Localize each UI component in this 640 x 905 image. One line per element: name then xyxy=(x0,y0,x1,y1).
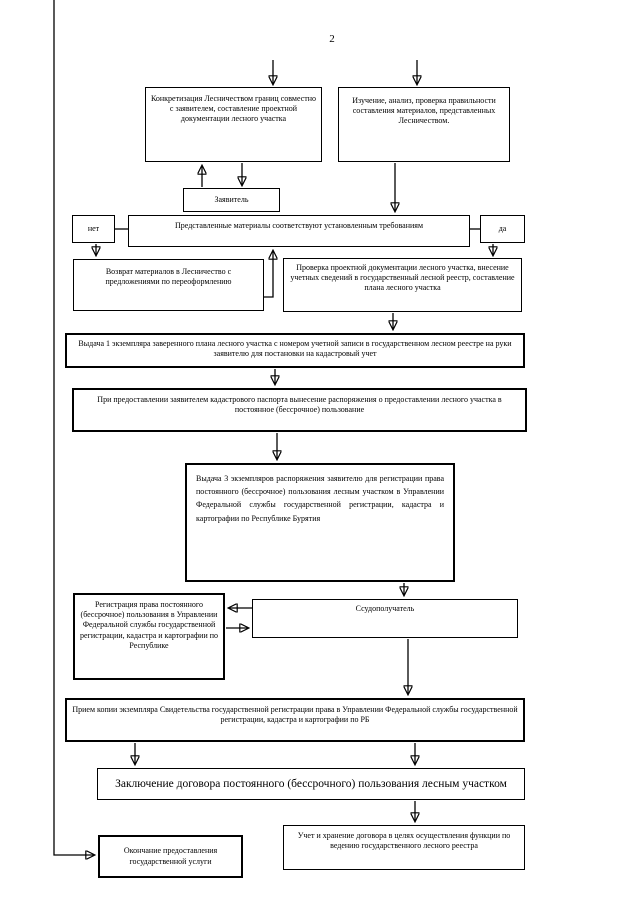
flow-node-contract-conclusion: Заключение договора постоянного (бессроч… xyxy=(97,768,525,800)
connector-return-loop-to-decision xyxy=(264,251,273,298)
flow-node-no: нет xyxy=(72,215,115,243)
page-number: 2 xyxy=(329,33,335,45)
flow-node-decision-materials: Представленные материалы соответствуют у… xyxy=(128,215,470,247)
flow-node-yes: да xyxy=(480,215,525,243)
flow-node-issue-three-copies: Выдача 3 экземпляров распоряжения заявит… xyxy=(185,463,455,582)
flow-node-loan-recipient: Ссудополучатель xyxy=(252,599,518,638)
flow-node-concretization: Конкретизация Лесничеством границ совмес… xyxy=(145,87,322,162)
flow-node-certificate-copy: Прием копии экземпляра Свидетельства гос… xyxy=(65,698,525,742)
flow-node-check-documentation: Проверка проектной документации лесного … xyxy=(283,258,522,312)
flow-node-rights-registration: Регистрация права постоянного (бессрочно… xyxy=(73,593,225,680)
flow-node-contract-storage: Учет и хранение договора в целях осущест… xyxy=(283,825,525,870)
flow-node-cadastral-order: При предоставлении заявителем кадастрово… xyxy=(72,388,527,432)
flow-node-issue-plan-copy: Выдача 1 экземпляра заверенного плана ле… xyxy=(65,333,525,368)
flow-node-return-materials: Возврат материалов в Лесничество с предл… xyxy=(73,259,264,311)
flow-node-service-end: Окончание предоставления государственной… xyxy=(98,835,243,878)
flow-node-applicant: Заявитель xyxy=(183,188,280,212)
connector-prev-page-to-end xyxy=(53,0,94,855)
flow-node-study: Изучение, анализ, проверка правильности … xyxy=(338,87,510,162)
